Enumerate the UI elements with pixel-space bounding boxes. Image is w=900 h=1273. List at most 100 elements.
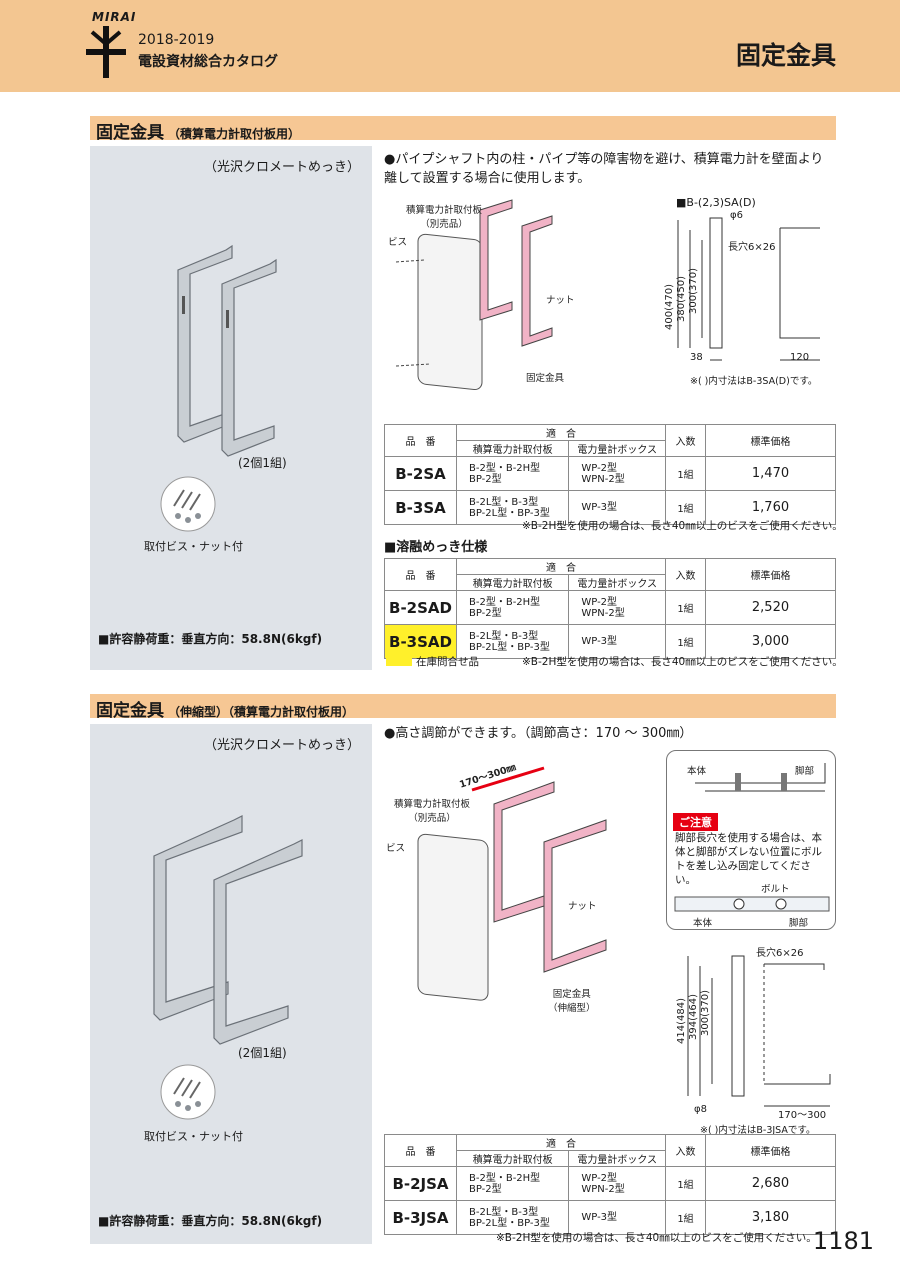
catalog-name: 電設資材総合カタログ	[138, 54, 278, 70]
section1-title-bar: 固定金具 （積算電力計取付板用）	[90, 116, 836, 143]
caution-body-label: 本体	[687, 766, 707, 777]
section2-label-board: 積算電力計取付板 （別売品）	[394, 799, 471, 824]
th-code: 品 番	[384, 424, 457, 457]
section1-label-bracket: 固定金具	[526, 373, 565, 384]
section2-plating: （光沢クロメートめっき）	[203, 738, 360, 753]
section1-pair-note: (2個1組)	[238, 456, 287, 470]
th-fit-board: 積算電力計取付板	[455, 574, 570, 591]
th-price: 標準価格	[705, 558, 836, 591]
qty: 1組	[665, 590, 706, 625]
section1-parts-caption: 取付ビス・ナット付	[144, 540, 243, 553]
section2-title-bar: 固定金具 （伸縮型）（積算電力計取付板用）	[90, 694, 836, 721]
section1-label-screw: ビス	[388, 237, 408, 248]
slot-alignment-drawing	[674, 896, 830, 912]
section1-hot-dip-table: 品 番 適 合 入数 標準価格 積算電力計取付板 電力量計ボックス B-2SAD…	[384, 558, 836, 659]
table-row: B-3SA B-2L型・B-3型 BP-2L型・BP-3型 WP-3型 1組 1…	[384, 490, 836, 525]
caution-body-label-2: 本体	[693, 918, 713, 929]
fit-board: B-2L型・B-3型 BP-2L型・BP-3型	[455, 1200, 570, 1235]
section2-subtitle: （伸縮型）（積算電力計取付板用）	[168, 705, 355, 719]
fit-board: B-2型・B-2H型 BP-2型	[455, 456, 570, 491]
stock-inquiry-legend-swatch	[386, 656, 412, 666]
fit-box: WP-2型 WPN-2型	[568, 1166, 666, 1201]
section1-title: 固定金具	[96, 123, 164, 143]
section2-dim-slot: 長穴6×26	[756, 948, 804, 959]
table-row: B-3SAD B-2L型・B-3型 BP-2L型・BP-3型 WP-3型 1組 …	[384, 624, 836, 659]
caution-tag: ご注意	[673, 813, 718, 831]
section2-pair-note: (2個1組)	[238, 1046, 287, 1060]
caution-box: 本体 脚部 ご注意 脚部長穴を使用する場合は、本体と脚部がズレない位置にボルトを…	[666, 750, 836, 930]
th-fit-box: 電力量計ボックス	[568, 574, 666, 591]
fit-board: B-2型・B-2H型 BP-2型	[455, 1166, 570, 1201]
section2-dim-h1: 414(484)	[676, 998, 687, 1044]
table-row: B-2SAD B-2型・B-2H型 BP-2型 WP-2型 WPN-2型 1組 …	[384, 590, 836, 625]
caution-leg-label-2: 脚部	[789, 918, 809, 929]
section1-plating: （光沢クロメートめっき）	[203, 160, 360, 175]
section2-label-screw: ビス	[386, 843, 406, 854]
section2-dim-w: 170〜300	[778, 1110, 827, 1121]
section2-label-nut: ナット	[568, 901, 597, 912]
section2-dim-phi: φ8	[694, 1104, 707, 1115]
price: 1,470	[705, 456, 836, 491]
th-fit: 適 合	[456, 424, 666, 441]
th-qty: 入数	[665, 424, 706, 457]
th-fit-board: 積算電力計取付板	[455, 440, 570, 457]
caution-bolt-label: ボルト	[761, 884, 790, 895]
section1-photo-panel: （光沢クロメートめっき） (2個1組) 取付ビス・ナット付	[90, 146, 372, 670]
screws-nuts-photo	[160, 476, 216, 532]
section1-label-nut: ナット	[546, 295, 575, 306]
page-title: 固定金具	[735, 41, 836, 70]
th-qty: 入数	[665, 1134, 706, 1167]
section2-install-diagram	[417, 766, 607, 1001]
product-code: B-3JSA	[384, 1200, 457, 1235]
section1-dim-h3: 300(370)	[688, 268, 699, 314]
qty: 1組	[665, 490, 706, 525]
catalog-year: 2018-2019	[138, 32, 215, 48]
caution-text: 脚部長穴を使用する場合は、本体と脚部がズレない位置にボルトを差し込み固定してくだ…	[675, 832, 822, 886]
telescopic-bracket-photo	[153, 815, 303, 1045]
section2-parts-caption: 取付ビス・ナット付	[144, 1130, 243, 1143]
section1-dim-model: ■B-(2,3)SA(D)	[676, 196, 756, 209]
section2-dim-h2: 394(464)	[688, 994, 699, 1040]
section1-dim-drawing	[677, 217, 820, 361]
bolt-position-drawing	[695, 763, 826, 792]
section1-dim-note: ※( )内寸法はB-3SA(D)です。	[690, 376, 818, 387]
section1-install-diagram	[395, 199, 553, 391]
th-qty: 入数	[665, 558, 706, 591]
table-row: B-2SA B-2型・B-2H型 BP-2型 WP-2型 WPN-2型 1組 1…	[384, 456, 836, 491]
section2-description: ●高さ調節ができます。（調節高さ：170 〜 300㎜）	[384, 726, 693, 741]
section1-hot-note: ※B-2H型を使用の場合は、長さ40㎜以上のビスをご使用ください。	[522, 656, 843, 668]
th-fit-box: 電力量計ボックス	[568, 1150, 666, 1167]
brand-logo-text: MIRAI	[92, 10, 137, 24]
section1-dim-w2: 120	[790, 352, 810, 363]
qty: 1組	[665, 1200, 706, 1235]
section2-title: 固定金具	[96, 701, 164, 721]
section1-subtitle: （積算電力計取付板用）	[168, 127, 301, 141]
fit-box: WP-3型	[568, 624, 666, 659]
th-code: 品 番	[384, 1134, 457, 1167]
th-fit: 適 合	[456, 1134, 666, 1151]
th-code: 品 番	[384, 558, 457, 591]
qty: 1組	[665, 456, 706, 491]
price: 1,760	[705, 490, 836, 525]
section2-photo-panel: （光沢クロメートめっき） (2個1組) 取付ビス・ナット付	[90, 724, 372, 1244]
qty: 1組	[665, 1166, 706, 1201]
product-code: B-2SAD	[384, 590, 457, 625]
section1-dim-w1: 38	[690, 352, 703, 363]
section1-hot-dip-head: ■溶融めっき仕様	[384, 540, 488, 555]
caution-leg-label: 脚部	[795, 766, 815, 777]
table-row: B-3JSA B-2L型・B-3型 BP-2L型・BP-3型 WP-3型 1組 …	[384, 1200, 836, 1235]
price: 3,000	[705, 624, 836, 659]
th-price: 標準価格	[705, 424, 836, 457]
price: 2,520	[705, 590, 836, 625]
fit-board: B-2型・B-2H型 BP-2型	[455, 590, 570, 625]
th-fit-board: 積算電力計取付板	[455, 1150, 570, 1167]
section2-load-spec: ■許容静荷重：垂直方向：58.8N(6kgf)	[98, 1214, 323, 1228]
screws-nuts-photo-2	[160, 1064, 216, 1120]
section1-dim-slot: 長穴6×26	[728, 242, 776, 253]
fit-board: B-2L型・B-3型 BP-2L型・BP-3型	[455, 490, 570, 525]
product-code: B-2SA	[384, 456, 457, 491]
section2-dim-h3: 300(370)	[700, 990, 711, 1036]
section2-label-bracket: 固定金具 （伸縮型）	[548, 989, 596, 1014]
table-row: B-2JSA B-2型・B-2H型 BP-2型 WP-2型 WPN-2型 1組 …	[384, 1166, 836, 1201]
fit-board: B-2L型・B-3型 BP-2L型・BP-3型	[455, 624, 570, 659]
